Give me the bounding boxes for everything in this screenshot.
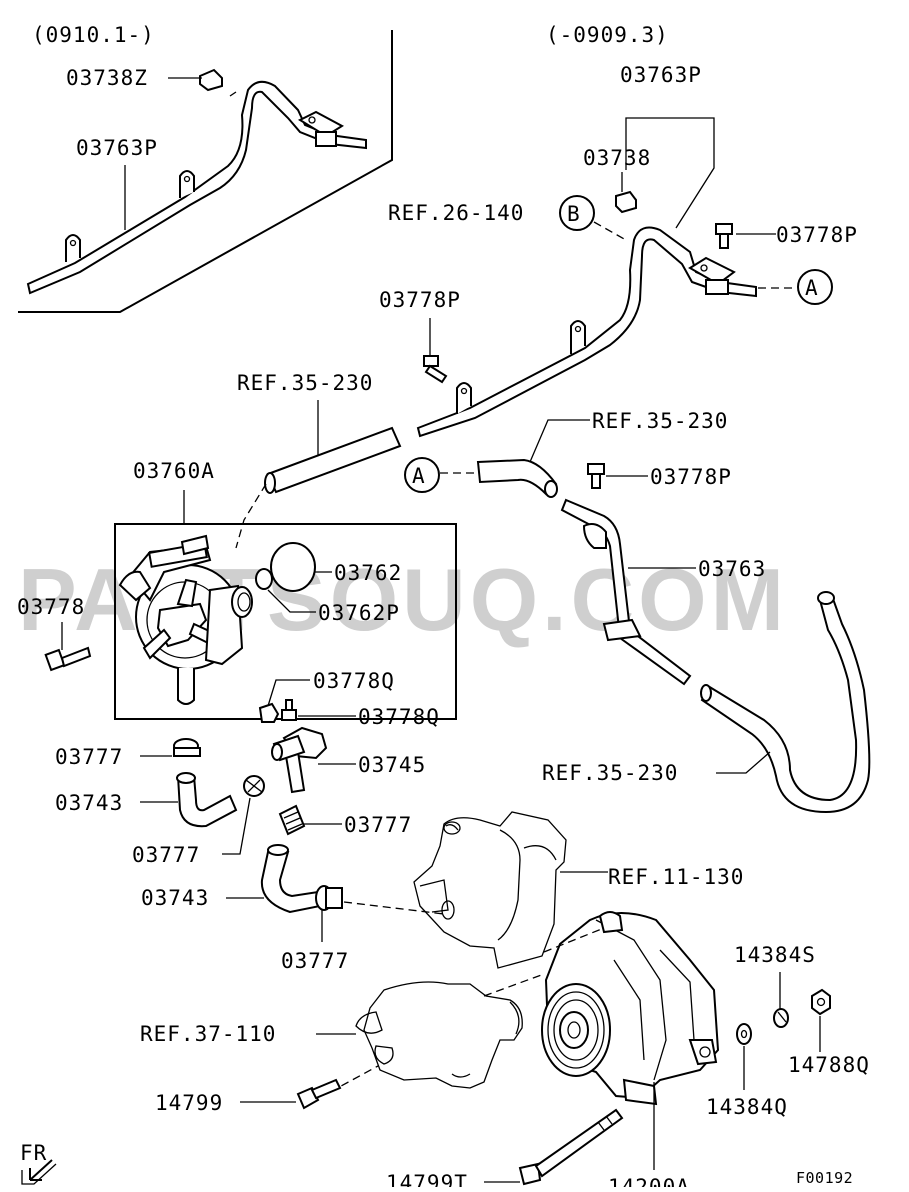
callout-03778P-mid: 03778P xyxy=(379,288,461,312)
circle-ref-a-mid: A xyxy=(404,457,440,493)
leader-03762P xyxy=(267,589,316,613)
callout-03763: 03763 xyxy=(698,557,766,581)
pipe-03763[interactable] xyxy=(560,498,692,686)
alternator-14200A[interactable] xyxy=(541,911,720,1106)
callout-14799T: 14799T xyxy=(386,1171,468,1187)
callout-14384S: 14384S xyxy=(734,943,816,967)
clamp-03777-a[interactable] xyxy=(173,738,201,757)
bolt-03778Q-a[interactable] xyxy=(258,702,280,723)
callout-03743-b: 03743 xyxy=(141,886,209,910)
callout-03778Q-b: 03778Q xyxy=(358,705,440,729)
o-ring-03762[interactable] xyxy=(270,542,316,592)
callout-03762: 03762 xyxy=(334,561,402,585)
leader-03778Q-a xyxy=(267,679,310,707)
callout-03778P-top: 03778P xyxy=(776,223,858,247)
vacuum-pump-03760A[interactable] xyxy=(118,534,253,705)
callout-REF-35-230-right: REF.35-230 xyxy=(592,409,728,433)
front-arrow-icon xyxy=(21,1159,57,1185)
callout-03763P-left: 03763P xyxy=(76,136,158,160)
hose-03743-b[interactable] xyxy=(260,844,322,914)
vacuum-pipe-0909[interactable] xyxy=(416,226,757,438)
callout-REF-35-230-left: REF.35-230 xyxy=(237,371,373,395)
hose-lower-right[interactable] xyxy=(700,591,871,814)
callout-03778P-lower: 03778P xyxy=(650,465,732,489)
callout-14799: 14799 xyxy=(155,1091,223,1115)
circle-ref-a-top-label: A xyxy=(805,276,819,300)
leader-alt-to-engine xyxy=(543,927,605,953)
bolt-03778P-lower[interactable] xyxy=(587,463,605,489)
bolt-03738Z[interactable] xyxy=(199,68,223,92)
clamp-03777-b[interactable] xyxy=(243,775,265,797)
callout-REF-26-140: REF.26-140 xyxy=(388,201,524,225)
leader-ref-b xyxy=(593,221,627,241)
o-ring-03762P[interactable] xyxy=(255,568,273,590)
hose-right-upper[interactable] xyxy=(476,458,558,498)
bracket-REF-37-110[interactable] xyxy=(355,981,523,1089)
hose-left-upper[interactable] xyxy=(264,426,402,494)
leader-ref35-bottom xyxy=(716,751,771,774)
callout-03777-a: 03777 xyxy=(55,745,123,769)
date-range-0909: (-0909.3) xyxy=(546,23,669,47)
leader-ref35-right xyxy=(529,419,590,463)
callout-REF-35-230-bottom: REF.35-230 xyxy=(542,761,678,785)
circle-ref-b-label: B xyxy=(567,202,581,226)
callout-03745: 03745 xyxy=(358,753,426,777)
bolt-03738[interactable] xyxy=(615,190,637,214)
bracket-03763P xyxy=(625,117,715,229)
clamp-03777-c[interactable] xyxy=(278,804,306,836)
callout-03777-d: 03777 xyxy=(281,949,349,973)
bolt-03778[interactable] xyxy=(44,646,92,672)
callout-14200A: 14200A xyxy=(608,1175,690,1187)
leaders-inset-0910 xyxy=(124,77,202,230)
nut-14788Q[interactable] xyxy=(811,988,831,1016)
figure-code: F00192 xyxy=(796,1169,853,1187)
clamp-03777-d[interactable] xyxy=(315,885,343,911)
lock-washer-14384S[interactable] xyxy=(773,1008,789,1028)
bolt-03778P-top[interactable] xyxy=(715,223,733,249)
callout-03762P: 03762P xyxy=(318,601,400,625)
leader-03777-b xyxy=(222,797,251,855)
callout-03778: 03778 xyxy=(17,595,85,619)
callout-REF-11-130: REF.11-130 xyxy=(608,865,744,889)
bolt-14799[interactable] xyxy=(296,1078,342,1110)
washer-14384Q[interactable] xyxy=(736,1023,752,1045)
leader-alt-to-bracket xyxy=(483,973,545,997)
callout-03763P-right: 03763P xyxy=(620,63,702,87)
fitting-03745[interactable] xyxy=(271,726,328,794)
circle-ref-b: B xyxy=(559,195,595,231)
callout-03743-a: 03743 xyxy=(55,791,123,815)
callout-03777-c: 03777 xyxy=(344,813,412,837)
bolt-14799T[interactable] xyxy=(518,1108,624,1186)
callout-14384Q: 14384Q xyxy=(706,1095,788,1119)
vacuum-pipe-0910[interactable] xyxy=(26,80,367,295)
leader-hose-to-pump xyxy=(235,483,267,549)
bolt-03778P-mid[interactable] xyxy=(423,355,448,384)
inset-0910-frame xyxy=(18,30,393,313)
callout-03778Q-a: 03778Q xyxy=(313,669,395,693)
callout-14788Q: 14788Q xyxy=(788,1053,870,1077)
hose-03743-a[interactable] xyxy=(176,772,238,828)
callout-03738: 03738 xyxy=(583,146,651,170)
callout-03738Z: 03738Z xyxy=(66,66,148,90)
callout-03760A: 03760A xyxy=(133,459,215,483)
callout-03777-b: 03777 xyxy=(132,843,200,867)
leader-bolt-14799 xyxy=(329,1065,379,1093)
bolt-03778Q-b[interactable] xyxy=(281,699,297,721)
leader-hose-to-engine xyxy=(343,901,445,915)
direction-label-FR: FR xyxy=(20,1141,47,1165)
engine-block-REF-11-130[interactable] xyxy=(413,811,567,969)
date-range-0910: (0910.1-) xyxy=(32,23,155,47)
circle-ref-a-mid-label: A xyxy=(412,464,426,488)
callout-REF-37-110: REF.37-110 xyxy=(140,1022,276,1046)
watermark: PARTSOUQ.COM xyxy=(18,550,788,649)
circle-ref-a-top: A xyxy=(797,269,833,305)
